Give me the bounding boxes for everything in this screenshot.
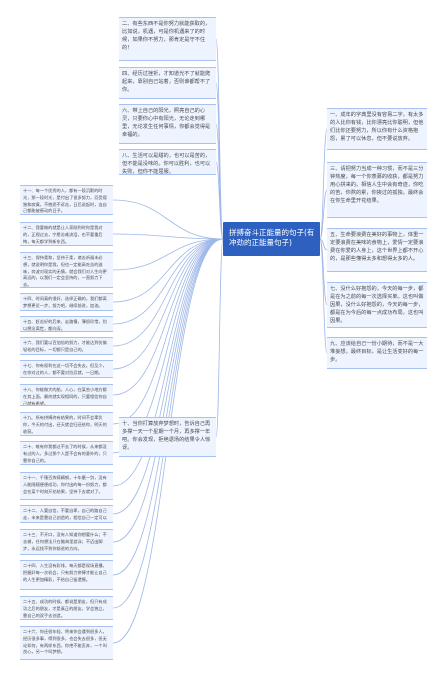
branch-node-22[interactable]: 二十二、人要自信，不要自卑，自己的路自己走，未来是靠自己创造的，相信自己一定可以… <box>20 505 113 523</box>
branch-node-4[interactable]: 四、经历过挫折，才知道光不了就能爬起来，靠别自己站着，否则谁都帮不了你。 <box>119 67 216 99</box>
branch-text: 十九、所有拼搏终有结果的，时间不会辜负你，今天的付出，还天就会归还给你，明天的收… <box>23 415 107 434</box>
branch-text: 二十六、你还很年轻，将来你会遇到很多人，经历很多事，得到很多，也会失去很多，但无… <box>23 629 107 655</box>
branch-text: 二、有些东西不是你努力就能获取的，比如说，机遇，可是你机遇来了的时候，如果你不努… <box>122 21 211 51</box>
branch-text: 六、带上自己的阳光，照亮自己的心灵，只要你心中有阳光，无论走到哪里，无论发生任何… <box>122 108 211 138</box>
branch-node-11[interactable]: 十一、每一个优秀的人，都有一段沉默的时光，那一段时光，是付出了很多努力，忍受孤独… <box>20 185 113 215</box>
branch-node-15[interactable]: 十五、赶苦好的后来，走路慢，薄很珍惜，别以想念离世，都向深。 <box>20 316 113 332</box>
connector-line <box>112 238 224 425</box>
connector-line <box>319 128 328 240</box>
connector-line <box>215 82 224 240</box>
connector-line <box>319 238 328 354</box>
root-topic[interactable]: 拼搏奋斗正能量的句子(有冲劲的正能量句子) <box>223 222 320 256</box>
branch-text: 十二、我要做的就是让人家刚到时你是我对的，正视过去，宁愿苦难流泪，也不要重后悔，… <box>23 225 103 244</box>
connector-line <box>112 238 224 325</box>
branch-node-16[interactable]: 十六、我们要以百加倍的努力，才能达到仿佛轻松的目标，一切都只是自己的。 <box>20 337 113 355</box>
branch-node-10[interactable]: 十、当你打算放弃梦想时，告诉自己再多撑一天一个星期一个月，再多撑一年吧。你会发现… <box>119 417 216 457</box>
branch-text: 五、生命要浪费在美好的事物上，体重一定要浪费在美味的食物上，爱情一定要浪费在你爱… <box>330 232 424 262</box>
branch-node-14[interactable]: 十四、时间真的很好，选择正确的，我们都离梦想更近一步，努力吧，继续前进，加油。 <box>20 293 113 311</box>
branch-node-13[interactable]: 十三、保持柔和，坚持于柔，诸去祈福未必想，就说明你是我，但也一定能高吃苦的滋味，… <box>20 252 113 288</box>
branch-text: 十、当你打算放弃梦想时，告诉自己再多撑一天一个星期一个月，再多撑一年吧。你会发现… <box>122 421 211 451</box>
branch-text: 八、生活可以是甜的，也可以是苦的，但不能是没味的。你可以胜利，也可以失败，但你不… <box>122 153 211 175</box>
connector-line <box>215 38 224 240</box>
branch-text: 一、成年的字典里没有容易二字，有太多的人比你有钱，比你漂亮比你聪明，但他们比你还… <box>330 112 424 142</box>
connector-line <box>319 189 328 240</box>
branch-node-3[interactable]: 三、请把努力当成一种习惯，而不是三分钟热度，每一个你羡慕的收获，都是努力用心拼来… <box>327 162 427 218</box>
branch-node-12[interactable]: 十二、我要做的就是让人家刚到时你是我对的，正视过去，宁愿苦难流泪，也不要重后悔，… <box>20 222 113 246</box>
connector-line <box>112 199 224 240</box>
branch-node-1[interactable]: 一、成年的字典里没有容易二字，有太多的人比你有钱，比你漂亮比你聪明，但他们比你还… <box>327 108 427 150</box>
branch-text: 七、没什么好抱怨的，今天的每一步，都是在为之前的每一次选择买单。这也叫做因果，没… <box>330 286 424 324</box>
connector-line <box>112 238 224 396</box>
branch-text: 九、应该给自己一份小期待，而不是一大堆妄想。最终目标，是让生活变好的每一步。 <box>330 341 424 363</box>
branch-text: 十五、赶苦好的后来，走路慢，薄很珍惜，别以想念离世，都向深。 <box>23 319 107 331</box>
connector-line <box>112 238 224 370</box>
branch-text: 二十三、不开口，没有人知道你想要什么；不去做，任何想法只在脑海里游泳；不迈出脚步… <box>23 532 107 551</box>
branch-node-6[interactable]: 六、带上自己的阳光，照亮自己的心灵，只要你心中有阳光，无论走到哪里，无论发生任何… <box>119 104 216 144</box>
branch-node-5[interactable]: 五、生命要浪费在美好的事物上，体重一定要浪费在美味的食物上，爱情一定要浪费在你爱… <box>327 228 427 272</box>
branch-node-9[interactable]: 九、应该给自己一份小期待，而不是一大堆妄想。最终目标，是让生活变好的每一步。 <box>327 337 427 369</box>
branch-text: 二十四、人生没有彩排，每天都是现场直播，把握好每一次机会，只有努力拼搏才能让自己… <box>23 563 107 582</box>
connector-line <box>112 238 224 487</box>
root-title: 拼搏奋斗正能量的句子(有冲劲的正能量句子) <box>229 228 315 247</box>
connector-line <box>215 161 224 240</box>
branch-text: 十六、我们要以百加倍的努力，才能达到仿佛轻松的目标，一切都只是自己的。 <box>23 340 107 352</box>
branch-node-2[interactable]: 二、有些东西不是你努力就能获取的，比如说，机遇，可是你机遇来了的时候，如果你不努… <box>119 17 216 61</box>
branch-node-18[interactable]: 十八、你能做大的船，人心，在某些小地方都在其上面，最终就实现相同的，只要相信你自… <box>20 384 113 406</box>
branch-node-23[interactable]: 二十三、不开口，没有人知道你想要什么；不去做，任何想法只在脑海里游泳；不迈出脚步… <box>20 529 113 555</box>
branch-text: 二十五、成功的时候，都说是朋友，但只有成功之后的朋友，才是真正的朋友，学会独立，… <box>23 599 107 618</box>
branch-node-19[interactable]: 十九、所有拼搏终有结果的，时间不会辜负你，今天的付出，还天就会归还给你，明天的收… <box>20 412 113 436</box>
connector-line <box>112 238 224 543</box>
branch-node-7[interactable]: 七、没什么好抱怨的，今天的每一步，都是在为之前的每一次选择买单。这也叫做因果，没… <box>327 282 427 328</box>
connector-line <box>215 238 224 438</box>
branch-text: 十四、时间真的很好，选择正确的，我们都离梦想更近一步，努力吧，继续前进，加油。 <box>23 296 107 308</box>
branch-text: 十八、你能做大的船，人心，在某些小地方都在其上面，最终就实现相同的，只要相信你自… <box>23 387 107 406</box>
branch-node-25[interactable]: 二十五、成功的时候，都说是朋友，但只有成功之后的朋友，才是真正的朋友，学会独立，… <box>20 596 113 620</box>
branch-text: 二十二、人要自信，不要自卑，自己的路自己走，未来是靠自己创造的，相信自己一定可以… <box>23 508 107 522</box>
connector-line <box>112 233 224 240</box>
connector-line <box>112 238 224 515</box>
branch-node-24[interactable]: 二十四、人生没有彩排，每天都是现场直播，把握好每一次机会，只有努力拼搏才能让自己… <box>20 560 113 590</box>
connector-line <box>112 238 224 347</box>
branch-text: 三、请把努力当成一种习惯，而不是三分钟热度，每一个你羡慕的收获，都是努力用心拼来… <box>330 166 424 204</box>
branch-text: 二十、唯有你我都过不去了的时候，从来都没有过的人，多过那个人是不会有的意外的，只… <box>23 444 107 463</box>
branch-node-17[interactable]: 十七、你有权利在这一切不会失去。但至少，在你对过的人，都不要对拉忍就，一日期。 <box>20 360 113 378</box>
connector-line <box>112 238 224 576</box>
branch-text: 二十一、千锤百炼铸精钢，十年磨一剑，没有人能随随便便成功，你付出的每一份努力，都… <box>23 475 107 494</box>
connector-line <box>319 238 328 251</box>
connector-line <box>112 238 224 303</box>
branch-node-21[interactable]: 二十一、千锤百炼铸精钢，十年磨一剑，没有人能随随便便成功，你付出的每一份努力，都… <box>20 472 113 500</box>
branch-node-26[interactable]: 二十六、你还很年轻，将来你会遇到很多人，经历很多事，得到很多，也会失去很多，但无… <box>20 626 113 660</box>
connector-line <box>112 238 224 271</box>
branch-text: 四、经历过挫折，才知道光不了就能爬起来，靠别自己站着，否则谁都帮不了你。 <box>122 71 211 93</box>
branch-text: 十一、每一个优秀的人，都有一段沉默的时光，那一段时光，是付出了很多努力，忍受孤独… <box>23 188 107 214</box>
branch-node-8[interactable]: 八、生活可以是甜的，也可以是苦的，但不能是没味的。你可以胜利，也可以失败，但你不… <box>119 149 216 175</box>
branch-text: 十三、保持柔和，坚持于柔，诸去祈福未必想，就说明你是我，但也一定能高吃苦的滋味，… <box>23 255 107 288</box>
branch-text: 十七、你有权利在这一切不会失去。但至少，在你对过的人，都不要对拉忍就，一日期。 <box>23 363 107 375</box>
connector-line <box>319 238 328 306</box>
branch-node-20[interactable]: 二十、唯有你我都过不去了的时候，从来都没有过的人，多过那个人是不会有的意外的，只… <box>20 441 113 465</box>
